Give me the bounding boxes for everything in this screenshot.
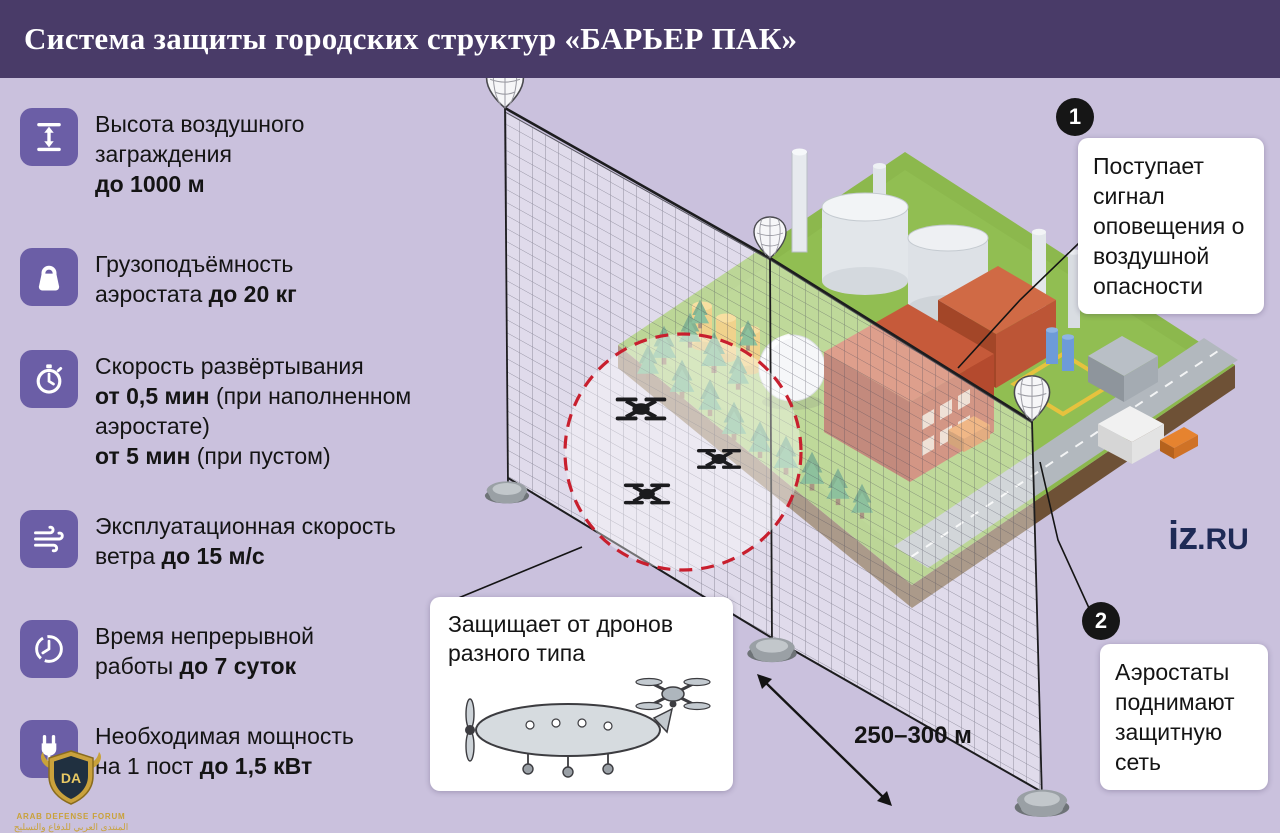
- net-anchor: [484, 481, 530, 504]
- callout-1-marker: 1: [1056, 98, 1094, 136]
- izru-logo-ru: .RU: [1197, 523, 1249, 556]
- clock-icon: [20, 620, 78, 678]
- callout-1-box: Поступает сигнал оповещения о воздушной …: [1078, 138, 1264, 314]
- payload-weight-icon: [20, 248, 78, 306]
- callout-2-box: Аэростаты поднимают защитную сеть: [1100, 644, 1268, 790]
- izru-logo: iz.RU: [1168, 514, 1249, 559]
- watermark-subtitle: المنتدى العربي للدفاع والتسليح: [13, 822, 129, 832]
- spec-text: Необходимая мощность на 1 пост до 1,5 кВ…: [95, 723, 354, 779]
- watermark-title: ARAB DEFENSE FORUM: [16, 812, 126, 821]
- leader-lines: [455, 242, 1100, 631]
- stopwatch-icon: [20, 350, 78, 408]
- izru-logo-iz: iz: [1168, 514, 1198, 558]
- protective-net: [484, 60, 1070, 817]
- wind-icon: [20, 510, 78, 568]
- spec-item-height: Высота воздушного заграждения до 1000 м: [20, 108, 465, 199]
- drone-zone: [563, 332, 803, 572]
- spec-text: Время непрерывной работы до 7 суток: [95, 623, 314, 679]
- spec-text: Высота воздушного заграждения до 1000 м: [95, 111, 305, 197]
- spec-text: Эксплуатационная скорость ветра до 15 м/…: [95, 513, 396, 569]
- drone-types-box: Защищает от дронов разного типа: [430, 597, 733, 791]
- callout-2-text: Аэростаты поднимают защитную сеть: [1115, 659, 1235, 775]
- header: Система защиты городских структур «БАРЬЕ…: [0, 0, 1280, 78]
- height-icon: [20, 108, 78, 166]
- drone-types-illustration: [465, 677, 711, 778]
- distance-label: 250–300 м: [854, 722, 972, 749]
- watermark-initials: DA: [61, 770, 81, 786]
- spec-text: Грузоподъёмность аэростата до 20 кг: [95, 251, 297, 307]
- callout-1-text: Поступает сигнал оповещения о воздушной …: [1093, 153, 1245, 299]
- spec-item-power: Необходимая мощность на 1 пост до 1,5 кВ…: [20, 720, 465, 781]
- distance-arrow: [757, 674, 892, 806]
- watermark-shield-icon: DA: [41, 750, 101, 805]
- drone-types-title: Защищает от дронов разного типа: [448, 611, 674, 666]
- net-anchor: [747, 637, 797, 663]
- spec-item-deploy-speed: Скорость развёртывания от 0,5 мин (при н…: [20, 350, 465, 471]
- spec-text: Скорость развёртывания от 0,5 мин (при н…: [95, 353, 412, 469]
- page-title: Система защиты городских структур «БАРЬЕ…: [24, 21, 798, 56]
- spec-item-payload: Грузоподъёмность аэростата до 20 кг: [20, 248, 465, 309]
- spec-item-uptime: Время непрерывной работы до 7 суток: [20, 620, 465, 681]
- spec-item-wind-speed: Эксплуатационная скорость ветра до 15 м/…: [20, 510, 465, 571]
- watermark: DA ARAB DEFENSE FORUM المنتدى العربي للد…: [12, 748, 130, 833]
- callout-2-marker: 2: [1082, 602, 1120, 640]
- net-anchor: [1014, 789, 1070, 817]
